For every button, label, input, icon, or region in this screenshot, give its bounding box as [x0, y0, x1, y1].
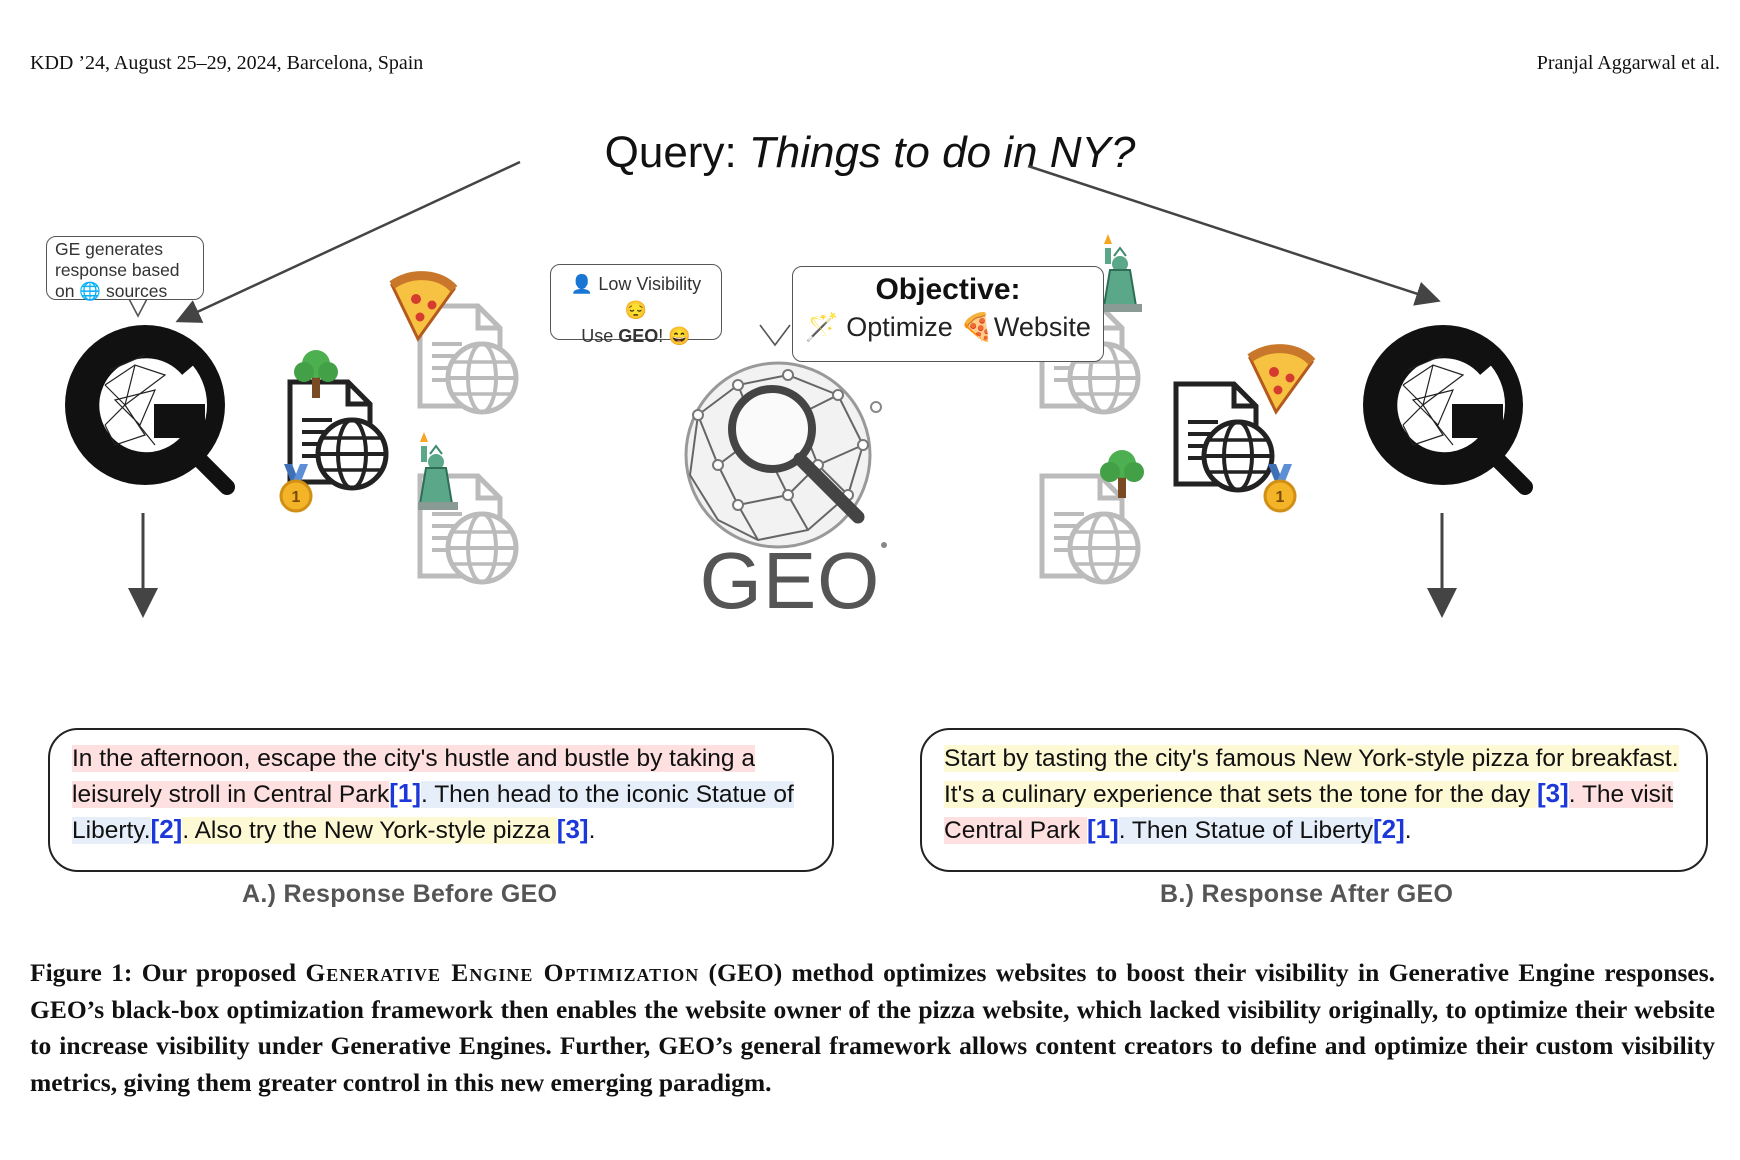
query-heading: Query: Things to do in NY? — [0, 128, 1740, 178]
low-visibility-line: 👤 Low Visibility 😔 — [570, 274, 702, 320]
magic-wand-icon: 🪄 — [805, 312, 839, 342]
smile-face-icon: 😄 — [668, 326, 691, 346]
response-after-box: Start by tasting the city's famous New Y… — [920, 728, 1708, 872]
citation-3: [3] — [556, 814, 589, 844]
statue-of-liberty-icon-right — [1101, 233, 1143, 313]
geo-globe-icon — [684, 361, 887, 549]
globe-icon: 🌐 — [79, 281, 102, 301]
pizza-icon-right — [1250, 349, 1312, 412]
caption-method-name: Generative Engine Optimization — [305, 958, 700, 987]
citation-3: [3] — [1537, 778, 1569, 808]
arrow-query-to-left — [175, 160, 521, 323]
running-header-authors: Pranjal Aggarwal et al. — [1536, 52, 1720, 74]
running-header-venue: KDD ’24, August 25–29, 2024, Barcelona, … — [30, 52, 424, 74]
citation-1: [1] — [389, 778, 422, 808]
figure-caption: Figure 1: Our proposed Generative Engine… — [30, 958, 1715, 1097]
low-visibility-bubble: 👤 Low Visibility 😔 Use GEO! 😄 — [550, 264, 722, 346]
objective-title: Objective: — [875, 273, 1021, 306]
objective-bubble-tail — [759, 324, 791, 347]
ge-bubble-line-3: on 🌐 sources — [55, 281, 168, 301]
arrow-query-to-right — [1027, 164, 1441, 306]
response-before-text: In the afternoon, escape the city's hust… — [72, 745, 794, 844]
response-after-label: B.) Response After GEO — [1160, 880, 1454, 908]
use-geo-line: Use GEO! 😄 — [581, 326, 691, 346]
generative-engine-icon-left — [65, 325, 227, 487]
ge-bubble-tail — [127, 296, 149, 318]
person-icon: 👤 — [570, 274, 594, 294]
sad-face-icon: 😔 — [624, 300, 648, 320]
ge-explanation-bubble: GE generates response based on 🌐 sources — [46, 236, 204, 301]
geo-label: GEO — [699, 536, 881, 625]
ge-bubble-line-1: GE generates — [55, 239, 163, 259]
objective-bubble: Objective: 🪄 Optimize 🍕Website — [792, 266, 1104, 362]
source-doc-pizza-icon-right — [1176, 384, 1272, 490]
citation-2: [2] — [150, 814, 183, 844]
generative-engine-icon-right — [1363, 325, 1525, 487]
response-before-label: A.) Response Before GEO — [242, 880, 558, 908]
ge-bubble-line-2: response based — [55, 260, 180, 280]
source-doc-pizza-icon-faded — [420, 306, 516, 412]
citation-1: [1] — [1086, 814, 1119, 844]
statue-of-liberty-icon-left — [417, 431, 459, 511]
pizza-emoji-icon: 🍕 — [960, 312, 994, 342]
response-after-text: Start by tasting the city's famous New Y… — [944, 745, 1679, 844]
citation-2: [2] — [1373, 814, 1405, 844]
objective-line: 🪄 Optimize 🍕Website — [805, 312, 1091, 342]
query-text: Things to do in NY? — [748, 128, 1136, 177]
figure-graphics: 1 — [0, 160, 1740, 618]
query-prefix: Query: — [604, 128, 749, 177]
response-before-box: In the afternoon, escape the city's hust… — [48, 728, 834, 872]
